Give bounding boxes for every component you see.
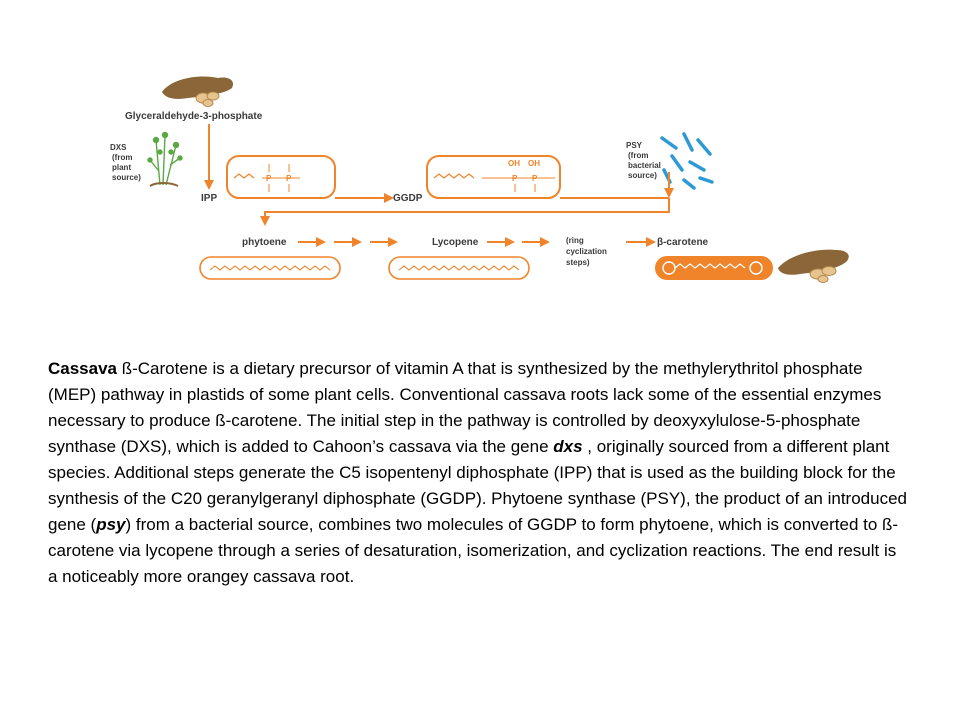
ggdp-p1: P [512,174,518,183]
ring-1: (ring [566,236,584,245]
dxs-note-2: plant [112,163,131,172]
ring-3: steps) [566,258,590,267]
psy-note-2: bacterial [628,161,661,170]
caption-paragraph: Cassava ß-Carotene is a dietary precurso… [48,356,908,590]
caption-gene-dxs: dxs [553,437,583,456]
psy-note-3: source) [628,171,657,180]
ring-2: cyclization [566,247,607,256]
ipp-p1: P [266,174,272,183]
ggdp-oh1: OH [508,159,520,168]
psy-label: PSY [626,141,643,150]
dxs-label: DXS [110,143,127,152]
lycopene-molecule-box [388,256,530,280]
bcarotene-label: β-carotene [657,237,709,248]
ggdp-label: GGDP [393,193,423,204]
ipp-label: IPP [201,193,217,204]
ggdp-molecule-box: OH OH P P [426,155,561,199]
psy-label-group: PSY (from bacterial source) [626,141,661,180]
caption-lead: Cassava [48,359,118,378]
ggdp-oh2: OH [528,159,540,168]
g3p-label: Glyceraldehyde-3-phosphate [125,111,263,122]
caption-part-3: ) from a bacterial source, combines two … [48,515,899,586]
plant-icon [147,131,183,187]
phytoene-label: phytoene [242,237,287,248]
ipp-molecule-box: P P [226,155,336,199]
caption-part-1: ß-Carotene is a dietary precursor of vit… [48,359,882,456]
cassava-root-icon [162,76,234,107]
phytoene-molecule-box [199,256,341,280]
ipp-p2: P [286,174,292,183]
cassava-root-icon [778,249,849,283]
bcarotene-molecule-box [655,256,773,280]
ggdp-p2: P [532,174,538,183]
lycopene-label: Lycopene [432,237,479,248]
dxs-label-group: DXS (from plant source) [110,143,141,182]
connector-ggdp-phytoene [260,197,670,226]
caption-part-2: , originally sourced from a different pl… [48,437,907,534]
ring-cyclization-label: (ring cyclization steps) [566,236,607,267]
caption-gene-psy: psy [96,515,126,534]
dxs-note-1: (from [112,153,132,162]
psy-note-1: (from [628,151,648,160]
dxs-note-3: source) [112,173,141,182]
carotene-pathway-diagram: Glyceraldehyde-3-phosphate DXS (from pla… [110,76,849,283]
